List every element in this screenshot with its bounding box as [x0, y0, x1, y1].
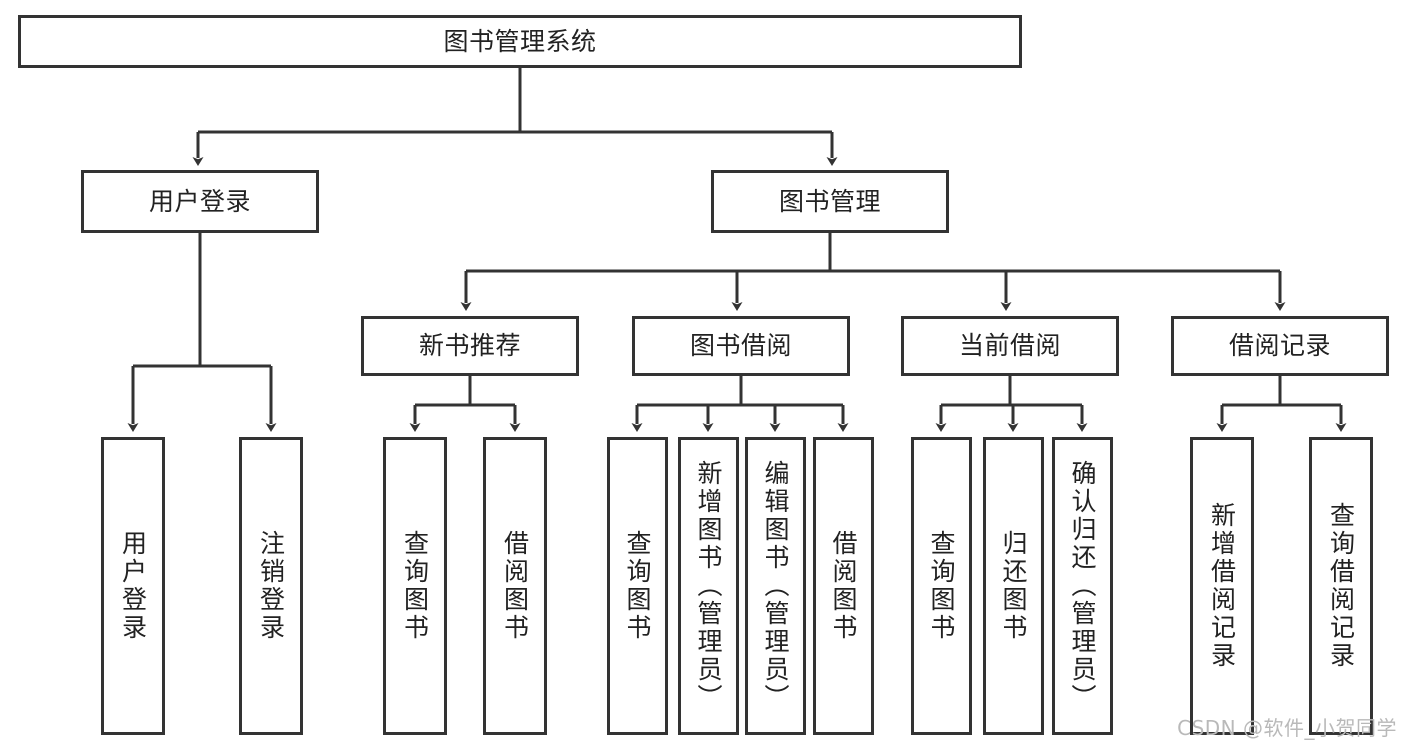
leaf-query-book-3-label: 查询图书	[927, 530, 956, 642]
node-book-borrow[interactable]: 图书借阅	[632, 316, 850, 376]
node-new-book-recommend-label: 新书推荐	[418, 331, 521, 360]
leaf-confirm-return[interactable]: 确认归还（管理员）	[1052, 437, 1113, 735]
node-book-borrow-label: 图书借阅	[689, 331, 792, 360]
leaf-user-logout-label: 注销登录	[256, 530, 286, 642]
leaf-user-logout[interactable]: 注销登录	[239, 437, 303, 735]
leaf-borrow-book-2-label: 借阅图书	[829, 530, 858, 642]
node-root-label: 图书管理系统	[443, 26, 597, 56]
leaf-borrow-book-1[interactable]: 借阅图书	[483, 437, 547, 735]
leaf-user-login-label: 用户登录	[118, 530, 148, 642]
leaf-add-record-label: 新增借阅记录	[1207, 502, 1237, 670]
leaf-add-book-label: 新增图书（管理员）	[694, 460, 723, 712]
node-borrow-record[interactable]: 借阅记录	[1171, 316, 1389, 376]
node-new-book-recommend[interactable]: 新书推荐	[361, 316, 579, 376]
leaf-user-login[interactable]: 用户登录	[101, 437, 165, 735]
leaf-query-record[interactable]: 查询借阅记录	[1309, 437, 1373, 735]
leaf-borrow-book-1-label: 借阅图书	[500, 530, 530, 642]
leaf-query-book-2[interactable]: 查询图书	[607, 437, 668, 735]
node-current-borrow-label: 当前借阅	[958, 331, 1061, 360]
node-user-login[interactable]: 用户登录	[81, 170, 319, 233]
node-current-borrow[interactable]: 当前借阅	[901, 316, 1119, 376]
leaf-borrow-book-2[interactable]: 借阅图书	[813, 437, 874, 735]
node-user-login-label: 用户登录	[148, 186, 251, 216]
leaf-add-book[interactable]: 新增图书（管理员）	[678, 437, 739, 735]
leaf-edit-book[interactable]: 编辑图书（管理员）	[745, 437, 806, 735]
leaf-confirm-return-label: 确认归还（管理员）	[1068, 460, 1097, 712]
leaf-query-book-3[interactable]: 查询图书	[911, 437, 972, 735]
leaf-edit-book-label: 编辑图书（管理员）	[761, 460, 790, 712]
leaf-query-book-1-label: 查询图书	[400, 530, 430, 642]
node-borrow-record-label: 借阅记录	[1228, 331, 1331, 360]
watermark: CSDN @软件_小贺同学	[1177, 716, 1397, 740]
leaf-add-record[interactable]: 新增借阅记录	[1190, 437, 1254, 735]
node-book-manage[interactable]: 图书管理	[711, 170, 949, 233]
leaf-query-record-label: 查询借阅记录	[1326, 502, 1356, 670]
leaf-query-book-2-label: 查询图书	[623, 530, 652, 642]
node-root[interactable]: 图书管理系统	[18, 15, 1022, 68]
node-book-manage-label: 图书管理	[778, 186, 881, 216]
leaf-return-book[interactable]: 归还图书	[983, 437, 1044, 735]
leaf-query-book-1[interactable]: 查询图书	[383, 437, 447, 735]
leaf-return-book-label: 归还图书	[999, 530, 1028, 642]
